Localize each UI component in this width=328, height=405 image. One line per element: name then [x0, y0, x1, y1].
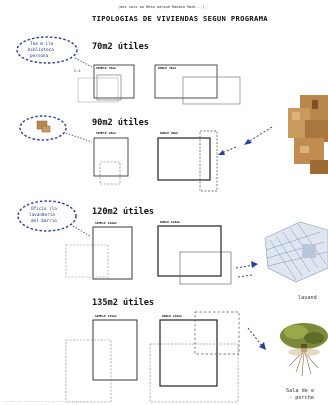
plan-label: SIMPLE 135m2	[95, 314, 117, 318]
plan-simple-120	[92, 226, 133, 280]
plan-overlay	[65, 339, 112, 403]
plan-overlay	[65, 244, 109, 278]
arrow-line	[237, 274, 253, 278]
caption-sala: Sala de e	[286, 388, 314, 394]
bubble-line: persona	[30, 54, 49, 59]
section-heading-120: 120m2 útiles	[92, 206, 154, 217]
arrow-line	[247, 126, 273, 143]
laundry-structure-image	[264, 221, 328, 283]
plan-simple-90	[93, 137, 129, 177]
leader-line	[72, 225, 91, 237]
bubble-object	[19, 115, 67, 141]
arrowhead	[259, 342, 266, 350]
bubble-line: biblioteca	[28, 47, 54, 53]
plan-label: DOBLE 70m2	[158, 66, 176, 70]
plan-overlay	[199, 130, 218, 192]
bubble-line: del barrio	[31, 218, 57, 224]
plan-label: DOBLE 120m2	[160, 220, 180, 224]
page-title: TIPOLOGIAS DE VIVIENDAS SEGUN PROGRAMA	[92, 14, 268, 23]
footer-note: ........ ............ ........ ........	[4, 399, 88, 403]
arrowhead	[218, 150, 225, 155]
leader-line	[74, 57, 93, 68]
plan-label: DOBLE 135m2	[162, 314, 182, 318]
bubble-line: Tea m ile	[30, 41, 54, 47]
plan-label: SIMPLE 120m2	[95, 221, 117, 225]
plan-overlay	[182, 76, 241, 105]
tree-image	[280, 323, 328, 377]
arrowhead	[251, 261, 258, 268]
leader-line	[65, 132, 93, 143]
arrow-line	[221, 146, 237, 154]
arrow-line	[235, 264, 255, 269]
plan-overlay	[99, 161, 121, 185]
section-heading-90: 90m2 útiles	[92, 117, 149, 128]
plan-overlay	[194, 311, 240, 355]
arrow-line	[247, 327, 263, 347]
plan-overlay	[149, 343, 239, 403]
plan-simple-70	[93, 64, 135, 99]
arrowhead	[244, 139, 252, 145]
plan-doble-135	[159, 319, 218, 387]
bubble-line: lavandería	[29, 211, 55, 218]
plan-simple-135	[92, 319, 138, 381]
plan-outline	[77, 77, 119, 103]
section-heading-135: 135m2 útiles	[92, 297, 154, 308]
plan-label: SIMPLE 70m2	[96, 66, 116, 70]
caption-porche: - porche	[289, 395, 314, 401]
bubble-lavanderia: Oficio (la lavandería del barrio	[17, 200, 77, 232]
section-heading-70: 70m2 útiles	[92, 41, 149, 52]
plan-overlay	[179, 251, 232, 285]
plan-label: SIMPLE 90m2	[96, 131, 116, 135]
plan-doble-70	[154, 64, 218, 99]
caption-lavanderia: lavand	[298, 295, 317, 301]
plan-label: DOBLE 90m2	[160, 131, 178, 135]
plan-overlay	[96, 74, 122, 101]
plan-doble-90	[157, 137, 211, 181]
plan-doble-120	[157, 225, 222, 277]
wood-blocks-image	[288, 95, 328, 174]
bubble-line: Oficio (la	[31, 206, 57, 212]
dimension-label: 2.5	[74, 69, 81, 73]
header-note: (mes vais ao Mesa parqué Maaato Madr...)	[118, 5, 205, 9]
bubble-biblioteca: Tea m ile biblioteca persona	[16, 36, 78, 64]
